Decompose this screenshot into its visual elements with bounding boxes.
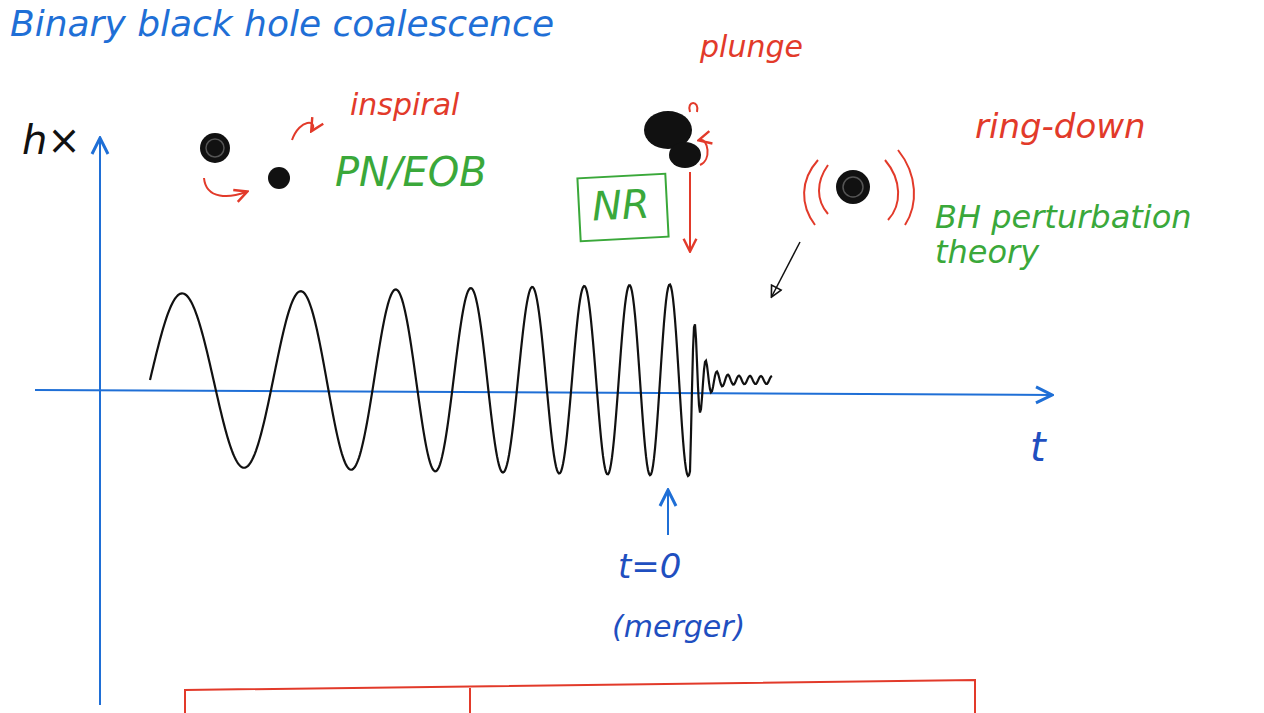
ring-arc (885, 160, 898, 220)
method-label: NR (591, 181, 655, 228)
method-label: PN/EOB (335, 150, 487, 194)
ring-arc (898, 150, 914, 225)
black-hole (268, 167, 290, 189)
black-hole (200, 133, 230, 163)
phase-label: ring-down (975, 108, 1146, 145)
phase-label: inspiral (350, 88, 459, 121)
axis-label: h× (22, 118, 81, 162)
waveform-curve (150, 285, 772, 476)
vertical-axis (99, 138, 101, 705)
time-label: t=0 (618, 548, 681, 585)
table-border (469, 688, 471, 713)
time-axis (35, 390, 1052, 395)
plunge-arrow (689, 103, 697, 112)
black-hole (669, 142, 701, 168)
plunge-arrow (689, 172, 691, 250)
black-hole-shading (843, 177, 863, 197)
method-box: NR (576, 173, 669, 243)
ring-arc (819, 165, 828, 214)
table-border (185, 680, 975, 713)
orbit-arrow (204, 178, 246, 196)
time-label: (merger) (612, 610, 745, 643)
black-hole-shading (206, 139, 224, 157)
merger-arrow (667, 490, 669, 535)
title: Binary black hole coalescence (10, 4, 554, 44)
black-hole (836, 170, 870, 204)
axis-label: t (1030, 425, 1046, 469)
phase-label: plunge (700, 30, 803, 63)
plunge-arrow (700, 140, 708, 165)
method-label: BH perturbation theory (935, 200, 1255, 270)
ring-arc (804, 160, 818, 225)
orbit-arrow (292, 123, 313, 140)
leader-arrow (772, 242, 800, 296)
waveform (150, 285, 772, 476)
